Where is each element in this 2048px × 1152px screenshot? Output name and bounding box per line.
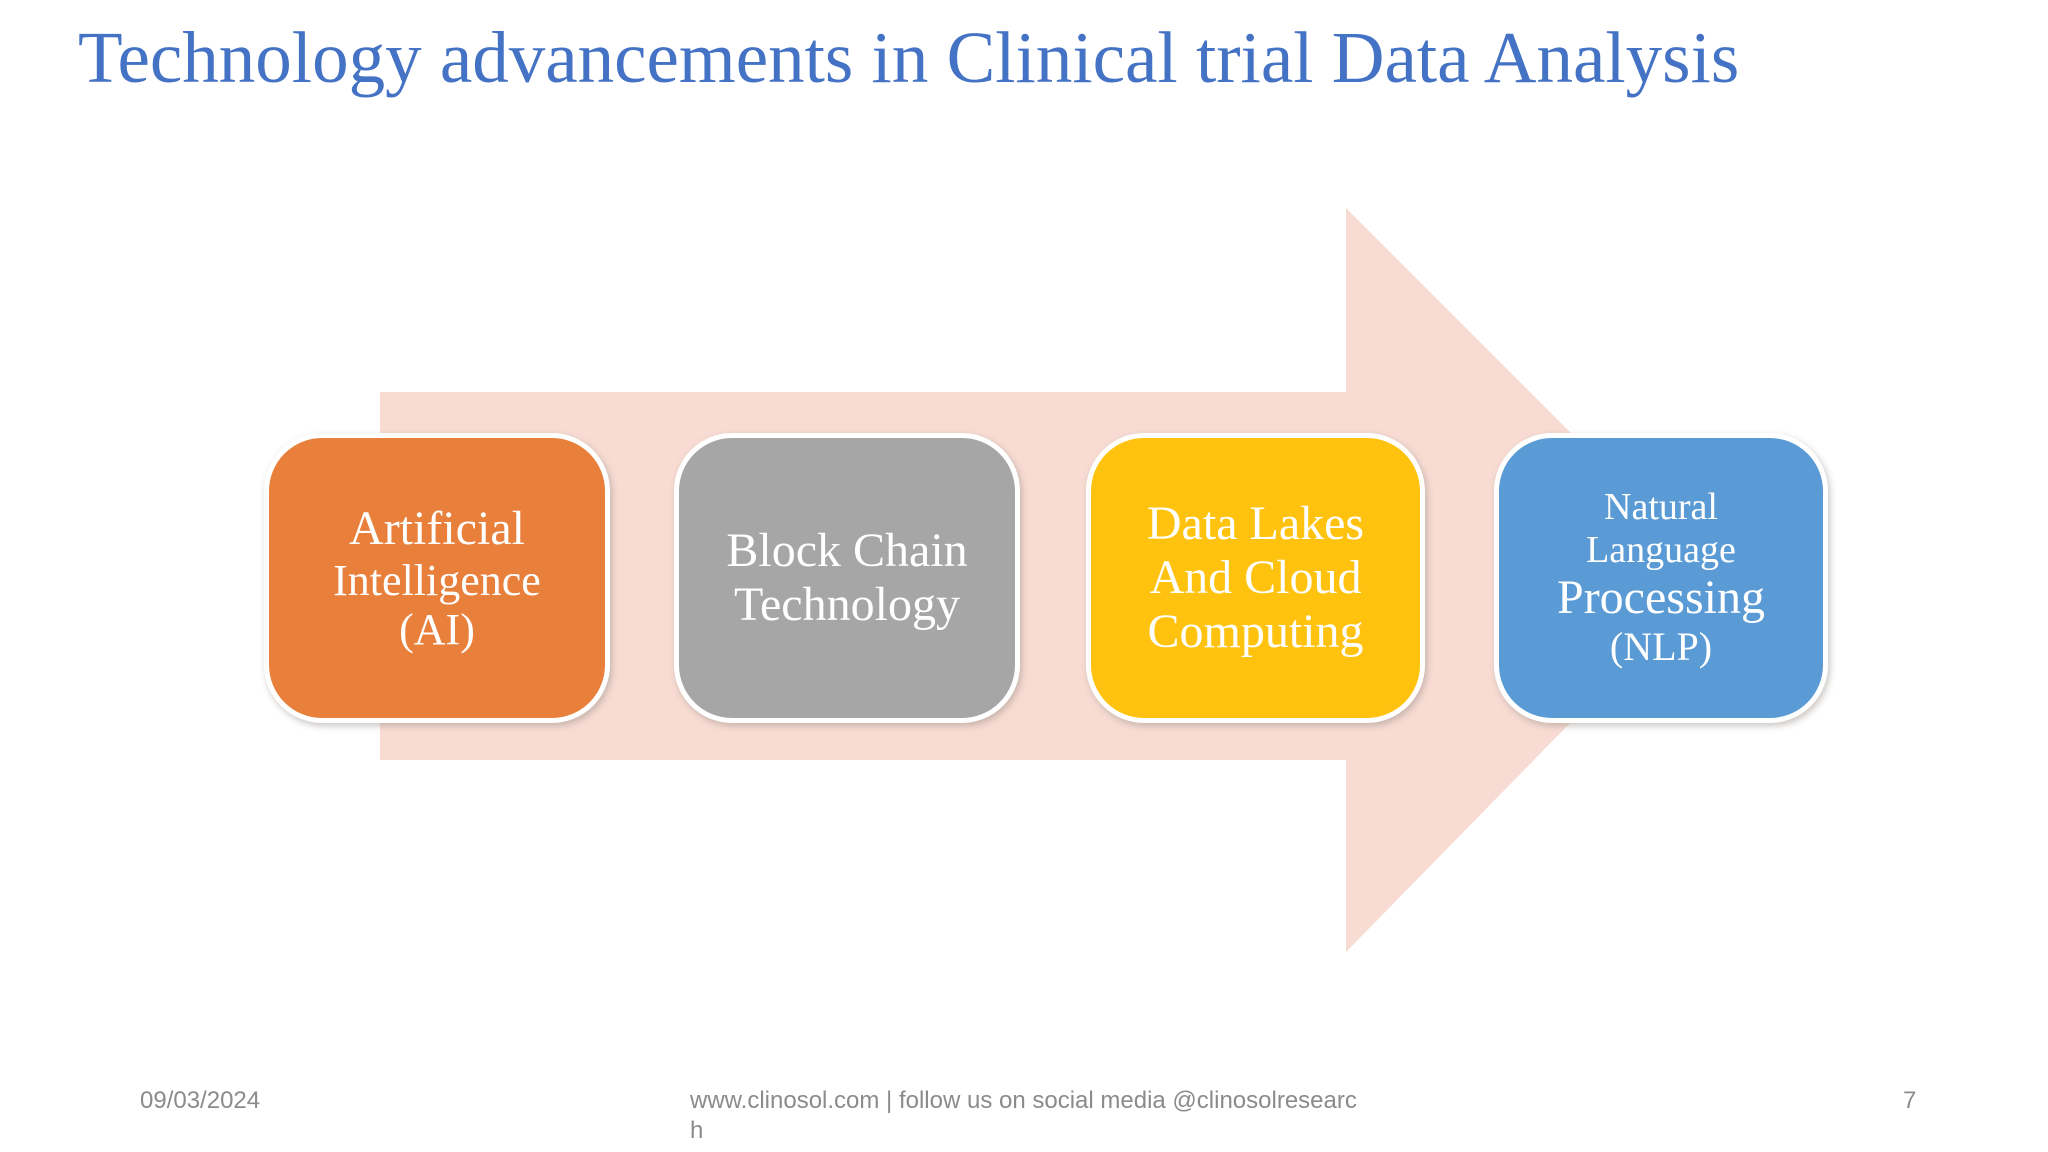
step-box-artificial-intelligence: Artificial Intelligence (AI) [264, 433, 610, 723]
step-line: (AI) [399, 604, 475, 654]
right-arrow-polygon [380, 208, 1714, 952]
footer-website-text: www.clinosol.com | follow us on social m… [690, 1087, 1357, 1144]
step-box-block-chain: Block Chain Technology [674, 433, 1020, 723]
step-line: Natural [1604, 486, 1718, 529]
step-line: Block Chain [726, 524, 968, 578]
slide-title: Technology advancements in Clinical tria… [78, 17, 1740, 98]
right-arrow-shape [380, 208, 1714, 952]
step-line: And Cloud [1149, 551, 1362, 605]
step-line: Computing [1147, 604, 1364, 658]
step-line: Artificial [349, 501, 525, 555]
step-line: Technology [734, 578, 960, 631]
step-box-data-lakes-cloud: Data Lakes And Cloud Computing [1086, 433, 1425, 723]
footer-date: 09/03/2024 [140, 1087, 261, 1114]
step-line: Intelligence [333, 555, 541, 605]
footer-page-number: 7 [1903, 1087, 1917, 1114]
step-line: (NLP) [1609, 624, 1713, 670]
step-line: Data Lakes [1146, 497, 1365, 551]
step-line: Language [1586, 528, 1736, 571]
step-line: Processing [1557, 571, 1765, 625]
step-box-nlp: Natural Language Processing (NLP) [1494, 433, 1828, 723]
